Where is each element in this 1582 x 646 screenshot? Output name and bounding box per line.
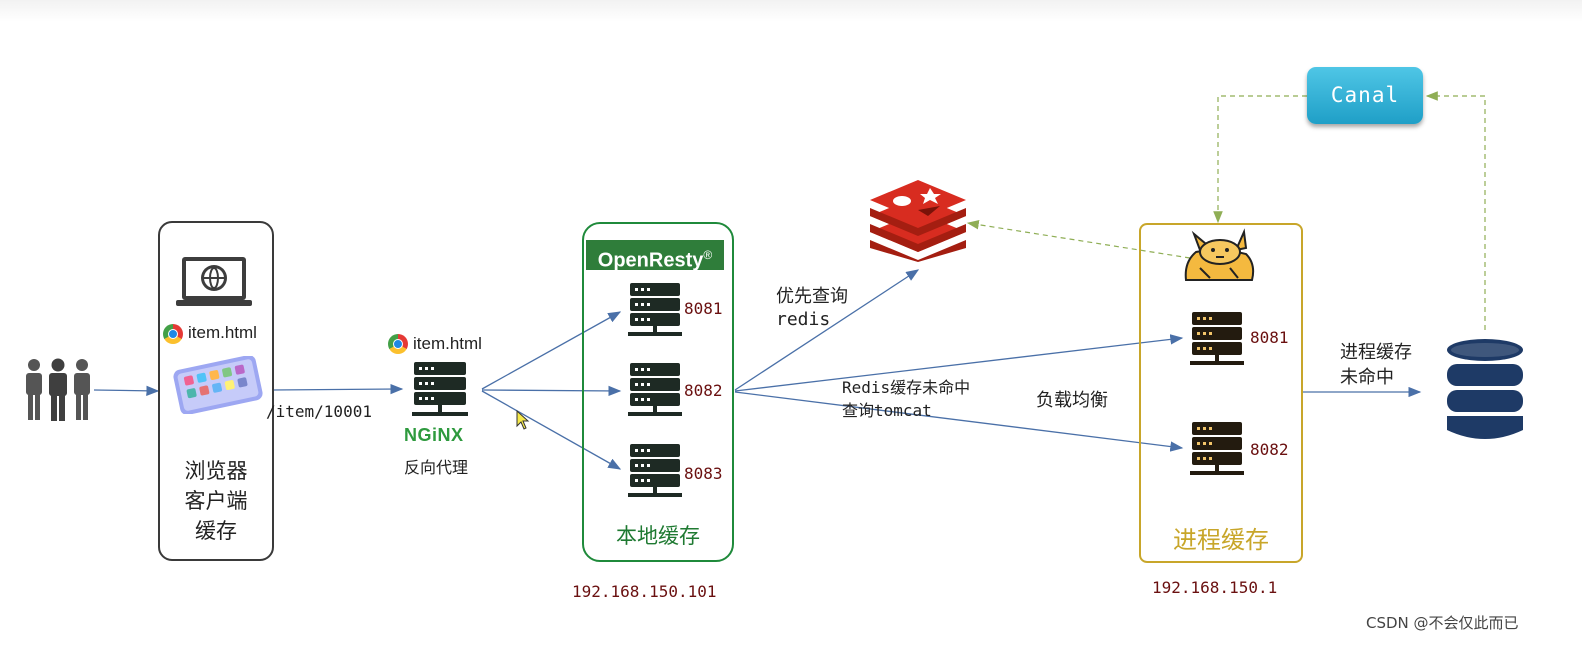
arrow-nginx-to-8083 bbox=[481, 390, 622, 470]
browser-cache-title: 浏览器 客户端 缓存 bbox=[160, 456, 272, 546]
openresty-header-text: OpenResty bbox=[597, 249, 704, 272]
server-icon bbox=[628, 283, 682, 336]
openresty-caption: 本地缓存 bbox=[616, 524, 700, 548]
dashed-tomcat-to-redis bbox=[966, 219, 1191, 259]
openresty-port-label: 8083 bbox=[684, 464, 723, 483]
process-cache-box bbox=[1139, 223, 1303, 563]
database-icon bbox=[1447, 339, 1523, 439]
process-cache-caption: 进程缓存 bbox=[1173, 526, 1269, 554]
openresty-ip: 192.168.150.101 bbox=[572, 582, 717, 601]
browser-cache-title-line: 缓存 bbox=[195, 519, 237, 543]
openresty-header: OpenResty® bbox=[586, 240, 724, 272]
openresty-box bbox=[582, 222, 734, 562]
dashed-db-to-canal bbox=[1425, 91, 1486, 330]
db-miss-line2: 未命中 bbox=[1340, 367, 1394, 388]
db-miss-line1: 进程缓存 bbox=[1340, 342, 1412, 363]
browser-cache-title-line: 客户端 bbox=[184, 489, 248, 513]
watermark-text: CSDN @不会仅此而已 bbox=[1366, 614, 1519, 632]
arrow-nginx-to-8081 bbox=[481, 311, 622, 390]
redis-query-line2: redis bbox=[776, 309, 831, 330]
server-icon bbox=[1190, 422, 1244, 475]
process-port-label: 8082 bbox=[1250, 440, 1289, 459]
arrow-users-to-browser bbox=[93, 385, 160, 397]
laptop-globe-icon bbox=[176, 257, 252, 306]
users-icon bbox=[26, 358, 90, 421]
client-page-label: item.html bbox=[188, 323, 257, 342]
server-icon bbox=[628, 444, 682, 497]
tomcat-icon bbox=[1184, 228, 1255, 281]
nginx-server-icon bbox=[412, 362, 468, 416]
process-ip: 192.168.150.1 bbox=[1152, 578, 1278, 597]
mouse-cursor-icon bbox=[516, 410, 530, 430]
redis-icon bbox=[870, 180, 966, 262]
nginx-caption: 反向代理 bbox=[404, 458, 469, 477]
load-balance-label: 负载均衡 bbox=[1036, 390, 1108, 411]
arrow-openresty-to-tomcat-8081 bbox=[734, 334, 1184, 392]
browser-cache-title-line: 浏览器 bbox=[184, 459, 248, 483]
arrow-browser-to-nginx bbox=[271, 383, 404, 395]
chrome-icon bbox=[163, 324, 183, 344]
arrow-openresty-to-redis bbox=[734, 269, 920, 391]
arrow-openresty-to-tomcat-8082 bbox=[734, 391, 1184, 452]
redis-query-line1: 优先查询 bbox=[776, 286, 848, 307]
nginx-page-label: item.html bbox=[413, 334, 482, 353]
openresty-port-label: 8081 bbox=[684, 299, 723, 318]
openresty-port-label: 8082 bbox=[684, 381, 723, 400]
browser-client-box bbox=[158, 221, 274, 561]
trademark-mark: ® bbox=[703, 248, 713, 262]
process-port-label: 8081 bbox=[1250, 328, 1289, 347]
db-miss-label: 进程缓存 未命中 bbox=[1340, 340, 1412, 390]
tomcat-query-line2: 查询tomcat bbox=[842, 401, 932, 420]
chrome-icon bbox=[388, 334, 408, 354]
arrow-nginx-to-8082 bbox=[481, 385, 622, 397]
server-icon bbox=[628, 363, 682, 416]
tomcat-query-line1: Redis缓存未命中 bbox=[842, 378, 971, 397]
top-bar bbox=[0, 0, 1582, 22]
server-icon bbox=[1190, 312, 1244, 365]
nginx-logo: NGiNX bbox=[404, 425, 464, 445]
request-path-label: /item/10001 bbox=[266, 402, 372, 421]
phone-icon bbox=[173, 356, 263, 414]
canal-box: Canal bbox=[1307, 67, 1423, 124]
dashed-canal-to-tomcat bbox=[1213, 95, 1307, 224]
